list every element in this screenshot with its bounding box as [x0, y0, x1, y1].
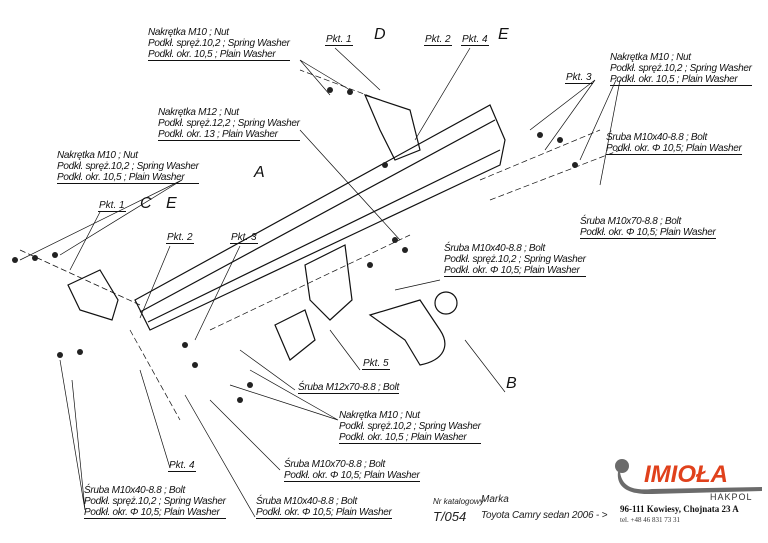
label-line: Podkł. okr. Φ 10,5; Plain Washer	[444, 265, 586, 277]
label-line: Podkł. okr. 10,5 ; Plain Washer	[57, 172, 199, 184]
pkt1-left: Pkt. 1	[98, 200, 126, 212]
mounting-plate	[304, 244, 353, 321]
label-line: Podkł. spręż.10,2 ; Spring Washer	[84, 496, 226, 507]
brand-name: IMIOŁA	[644, 461, 728, 488]
part-d-label: D	[374, 26, 386, 43]
label-bolt-right-m10x70: Śruba M10x70-8.8 ; Bolt Podkł. okr. Φ 10…	[580, 216, 716, 239]
label-nut-left: Nakrętka M10 ; Nut Podkł. spręż.10,2 ; S…	[57, 150, 199, 184]
pkt2-left: Pkt. 2	[166, 232, 194, 244]
bracket-c	[67, 269, 119, 321]
label-line: Podkł. spręż.10,2 ; Spring Washer	[444, 254, 586, 265]
label-line: Nakrętka M10 ; Nut	[148, 27, 229, 38]
label-bolt-center-m10x40: Śruba M10x40-8.8 ; Bolt Podkł. spręż.10,…	[444, 243, 586, 277]
label-line: Śruba M10x40-8.8 ; Bolt	[444, 243, 545, 254]
label-line: Śruba M10x70-8.8 ; Bolt	[580, 216, 681, 227]
label-line: Podkł. okr. Φ 10,5; Plain Washer	[284, 470, 420, 482]
label-line: Podkł. okr. 13 ; Plain Washer	[158, 129, 300, 141]
label-line: Śruba M10x70-8.8 ; Bolt	[284, 459, 385, 470]
part-b-label: B	[506, 375, 517, 392]
label-line: Nakrętka M10 ; Nut	[57, 150, 138, 161]
part-c-label: C	[140, 195, 152, 212]
label-line: Śruba M10x40-8.8 ; Bolt	[256, 496, 357, 507]
label-nut-m12: Nakrętka M12 ; Nut Podkł. spręż.12,2 ; S…	[158, 107, 300, 141]
label-line: Podkł. okr. 10,5 ; Plain Washer	[610, 74, 752, 86]
label-line: Podkł. spręż.10,2 ; Spring Washer	[339, 421, 481, 432]
towball	[434, 291, 458, 315]
label-line: Podkł. okr. Φ 10,5; Plain Washer	[84, 507, 226, 519]
bracket-d	[363, 94, 421, 161]
pkt5: Pkt. 5	[362, 358, 390, 370]
pkt4-bottom: Pkt. 4	[168, 460, 196, 472]
pkt4-top: Pkt. 4	[461, 34, 489, 46]
part-a-label: A	[254, 164, 265, 181]
label-line: Podkł. okr. 10,5 ; Plain Washer	[339, 432, 481, 444]
label-line: Podkł. okr. Φ 10,5; Plain Washer	[580, 227, 716, 239]
label-line: Nakrętka M10 ; Nut	[339, 410, 420, 421]
label-bolt-m12x70: Śruba M12x70-8.8 ; Bolt	[298, 382, 399, 394]
towball-logo-icon: IMIOŁA	[615, 459, 762, 495]
label-bolt-bottom-m10x70: Śruba M10x70-8.8 ; Bolt Podkł. okr. Φ 10…	[284, 459, 420, 482]
make-label: Marka	[481, 494, 509, 505]
label-bolt-bottom-left-m10x40: Śruba M10x40-8.8 ; Bolt Podkł. spręż.10,…	[84, 485, 226, 519]
label-nut-top: Nakrętka M10 ; Nut Podkł. spręż.10,2 ; S…	[148, 27, 290, 61]
label-line: Śruba M10x40-8.8 ; Bolt	[84, 485, 185, 496]
label-nut-right: Nakrętka M10 ; Nut Podkł. spręż.10,2 ; S…	[610, 52, 752, 86]
pkt2-top: Pkt. 2	[424, 34, 452, 46]
label-nut-bottom: Nakrętka M10 ; Nut Podkł. spręż.10,2 ; S…	[339, 410, 481, 444]
make-value: Toyota Camry sedan 2006 - >	[481, 510, 608, 521]
part-e-label-top: E	[498, 26, 509, 43]
part-e-label-left: E	[166, 195, 177, 212]
pkt3-left: Pkt. 3	[230, 232, 258, 244]
label-line: Śruba M12x70-8.8 ; Bolt	[298, 382, 399, 394]
label-line: Nakrętka M12 ; Nut	[158, 107, 239, 118]
label-line: Podkł. okr. Φ 10,5; Plain Washer	[606, 143, 742, 155]
label-line: Podkł. spręż.10,2 ; Spring Washer	[148, 38, 290, 49]
label-line: Podkł. spręż.12,2 ; Spring Washer	[158, 118, 300, 129]
label-line: Podkł. spręż.10,2 ; Spring Washer	[610, 63, 752, 74]
company-address: 96-111 Kowiesy, Chojnata 23 A	[620, 504, 739, 514]
pkt3-right: Pkt. 3	[565, 72, 593, 84]
label-line: Podkł. okr. Φ 10,5; Plain Washer	[256, 507, 392, 519]
label-line: Nakrętka M10 ; Nut	[610, 52, 691, 63]
label-line: Podkł. spręż.10,2 ; Spring Washer	[57, 161, 199, 172]
catalog-label: Nr katalogowy	[433, 497, 484, 506]
imiola-hakpol-logo: IMIOŁA	[612, 458, 762, 495]
towball-neck-b	[368, 299, 446, 366]
label-line: Podkł. okr. 10,5 ; Plain Washer	[148, 49, 290, 61]
company-phone: tel. +48 46 831 73 31	[620, 516, 680, 524]
brand-sub: HAKPOL	[710, 492, 753, 502]
pkt1-top: Pkt. 1	[325, 34, 353, 46]
label-bolt-right-m10x40: Śruba M10x40-8.8 ; Bolt Podkł. okr. Φ 10…	[606, 132, 742, 155]
label-bolt-bottom-mid-m10x40: Śruba M10x40-8.8 ; Bolt Podkł. okr. Φ 10…	[256, 496, 392, 519]
socket-plate	[274, 309, 316, 361]
crossbeam-a	[134, 104, 506, 331]
catalog-value: T/054	[433, 509, 467, 524]
label-line: Śruba M10x40-8.8 ; Bolt	[606, 132, 707, 143]
